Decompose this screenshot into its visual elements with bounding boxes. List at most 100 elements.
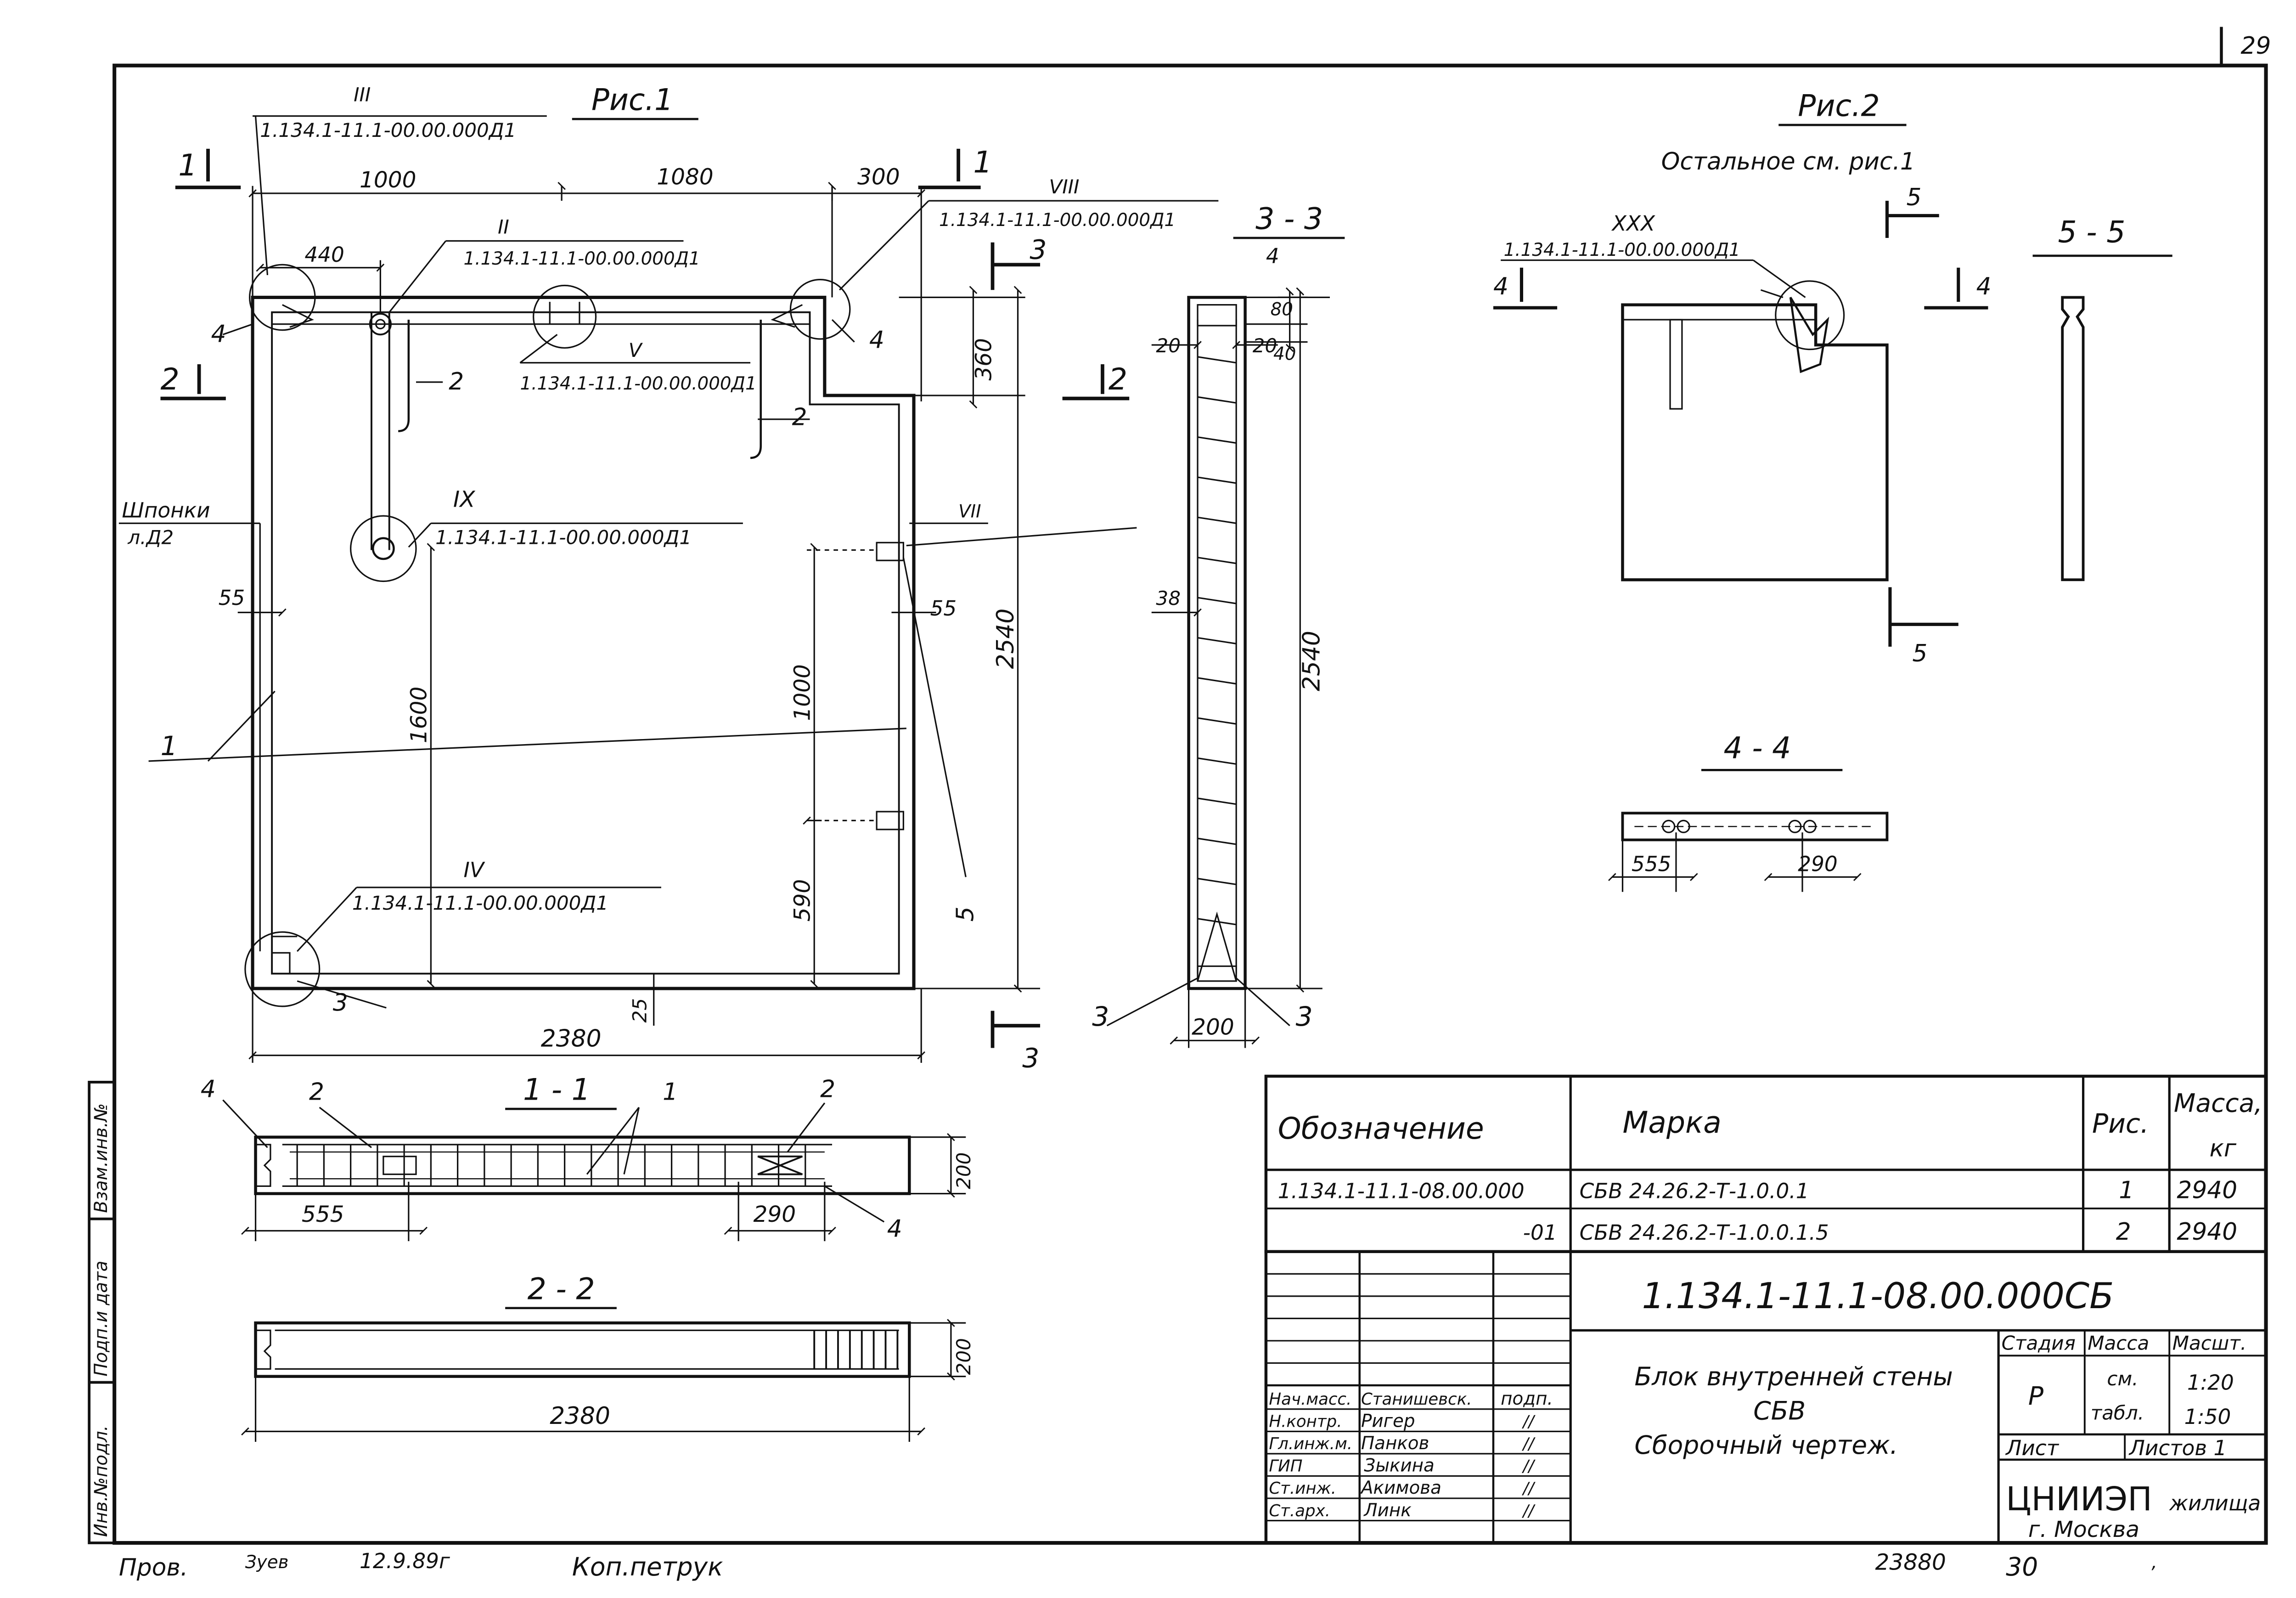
ladder-rung	[1197, 637, 1237, 644]
spec-row1-fig: 1	[2119, 1176, 2134, 1204]
sec33-dimensions	[1106, 287, 1330, 1048]
person-sign-5: //	[1522, 1502, 1536, 1520]
person-name-2: Панков	[1361, 1433, 1429, 1454]
dim-1600: 1600	[406, 687, 432, 743]
callout-5: 5	[951, 907, 979, 922]
title-block-grid	[1264, 1250, 2268, 1545]
ladder-rung	[1197, 436, 1237, 444]
sec11-callout-2b: 2	[820, 1075, 835, 1103]
ref-VII-num: VII	[958, 501, 981, 522]
spec-header-mark: Марка	[1622, 1106, 1721, 1140]
person-sign-2: //	[1522, 1434, 1536, 1453]
ref-III-num: III	[354, 83, 371, 106]
spec-row1-mark: СБВ 24.26.2-Т-1.0.0.1	[1580, 1179, 1809, 1203]
sec33-callout-3a: 3	[1092, 1001, 1109, 1032]
sec33-dim-40: 40	[1273, 344, 1296, 364]
spec-row1-mass: 2940	[2177, 1176, 2237, 1204]
callout-4a: 4	[211, 320, 226, 348]
ladder-rung	[1197, 677, 1237, 685]
keys-label: Шпонки	[122, 498, 210, 522]
ladder-rung	[1197, 878, 1237, 886]
sec44-title: 4 - 4	[1724, 731, 1791, 766]
stage-value: Р	[2028, 1381, 2044, 1411]
footer-order: 23880	[1875, 1549, 1946, 1575]
sec11-dim-200: 200	[952, 1152, 975, 1189]
footer-copy: Коп.петрук	[572, 1552, 723, 1581]
ladder-rung	[1197, 476, 1237, 484]
person-sign-4: //	[1522, 1479, 1536, 1498]
org-city: г. Москва	[2028, 1517, 2139, 1542]
fig2-ref-code: 1.134.1-11.1-00.00.000Д1	[1504, 240, 1740, 260]
sec44-dim-290: 290	[1798, 852, 1837, 876]
person-role-3: ГИП	[1269, 1457, 1302, 1476]
fig1-ref-leaders	[253, 115, 1219, 952]
fig1-section-markers	[160, 148, 1130, 1048]
title-name-line3: Сборочный чертеж.	[1634, 1430, 1898, 1460]
mass-value-1: см.	[2107, 1367, 2138, 1390]
dim-55-left: 55	[219, 586, 245, 610]
fig2-mark-4a: 4	[1493, 273, 1508, 300]
sec11-profile	[254, 1135, 911, 1195]
fig2-mark-5a: 5	[1907, 184, 1922, 211]
person-role-5: Ст.арх.	[1269, 1502, 1330, 1520]
footer-copy-num: 30	[2006, 1552, 2038, 1581]
ladder-rung	[1197, 797, 1237, 805]
sec22-dimensions	[241, 1319, 966, 1442]
ref-V-num: V	[629, 339, 643, 361]
spec-row2-mass: 2940	[2177, 1218, 2237, 1246]
org-sub: жилища	[2169, 1491, 2261, 1515]
spec-row2-fig: 2	[2116, 1218, 2131, 1246]
stamp-sign-date: Подп.и дата	[91, 1261, 112, 1377]
dim-55-right: 55	[930, 596, 957, 621]
sheet-header: Лист	[2005, 1436, 2059, 1460]
dim-25: 25	[629, 998, 651, 1023]
sec33-rungs	[1197, 356, 1237, 926]
person-sign-3: //	[1522, 1457, 1536, 1476]
sec33-profile	[1187, 296, 1247, 990]
scale-value-2: 1:50	[2184, 1405, 2231, 1429]
sec33-dim-38: 38	[1156, 587, 1181, 610]
spec-header-fig: Рис.	[2092, 1108, 2149, 1139]
ladder-rung	[1197, 837, 1237, 845]
person-sign-1: //	[1522, 1412, 1536, 1431]
dim-1000-mid: 1000	[790, 664, 816, 721]
footer-sign: Зуев	[245, 1552, 289, 1573]
ref-VIII-code: 1.134.1-11.1-00.00.000Д1	[939, 210, 1176, 231]
ref-V-code: 1.134.1-11.1-00.00.000Д1	[520, 373, 757, 394]
sec11-callout-2a: 2	[309, 1079, 324, 1106]
fig2-note: Остальное см. рис.1	[1661, 148, 1915, 175]
sec55-profile	[2061, 296, 2085, 582]
ref-IX-code: 1.134.1-11.1-00.00.000Д1	[435, 526, 692, 549]
title-name-line1: Блок внутренней стены	[1634, 1362, 1953, 1391]
callout-1: 1	[160, 730, 177, 762]
fig2-leaders	[1501, 259, 1806, 298]
sec33-dim-2540: 2540	[1298, 631, 1325, 691]
footer-mark: ,	[2151, 1552, 2157, 1573]
spec-header-mass: Масса,	[2174, 1089, 2262, 1118]
sec11-callout-4b: 4	[887, 1215, 902, 1242]
sec33-dim-20b: 20	[1253, 334, 1277, 357]
sec33-dim-80: 80	[1271, 299, 1293, 320]
person-role-2: Гл.инж.м.	[1269, 1434, 1352, 1453]
sec11-dim-290: 290	[754, 1202, 796, 1227]
sec11-rebars	[296, 1144, 806, 1186]
person-role-0: Нач.масс.	[1269, 1390, 1351, 1409]
sec11-dimensions	[222, 1099, 966, 1242]
person-name-4: Акимова	[1360, 1478, 1441, 1498]
spec-row2-designation: -01	[1523, 1220, 1557, 1245]
ladder-rung	[1197, 597, 1237, 604]
fig2-mark-5b: 5	[1912, 640, 1927, 667]
fig2-panel	[1621, 280, 1889, 582]
spec-row2-mark: СБВ 24.26.2-Т-1.0.0.1.5	[1580, 1220, 1829, 1245]
scale-header: Масшт.	[2172, 1332, 2247, 1354]
ref-IV-code: 1.134.1-11.1-00.00.000Д1	[352, 892, 608, 915]
ref-III-code: 1.134.1-11.1-00.00.000Д1	[260, 119, 516, 141]
person-name-1: Ригер	[1361, 1411, 1415, 1432]
sec11-title: 1 - 1	[523, 1073, 591, 1107]
sec55-title: 5 - 5	[2058, 215, 2126, 250]
ladder-rung	[1197, 557, 1237, 565]
fig1-section-2b: 2	[1109, 362, 1127, 397]
fig1-title: Рис.1	[591, 83, 673, 118]
ref-IV-num: IV	[464, 858, 485, 882]
ladder-rung	[1197, 356, 1237, 364]
